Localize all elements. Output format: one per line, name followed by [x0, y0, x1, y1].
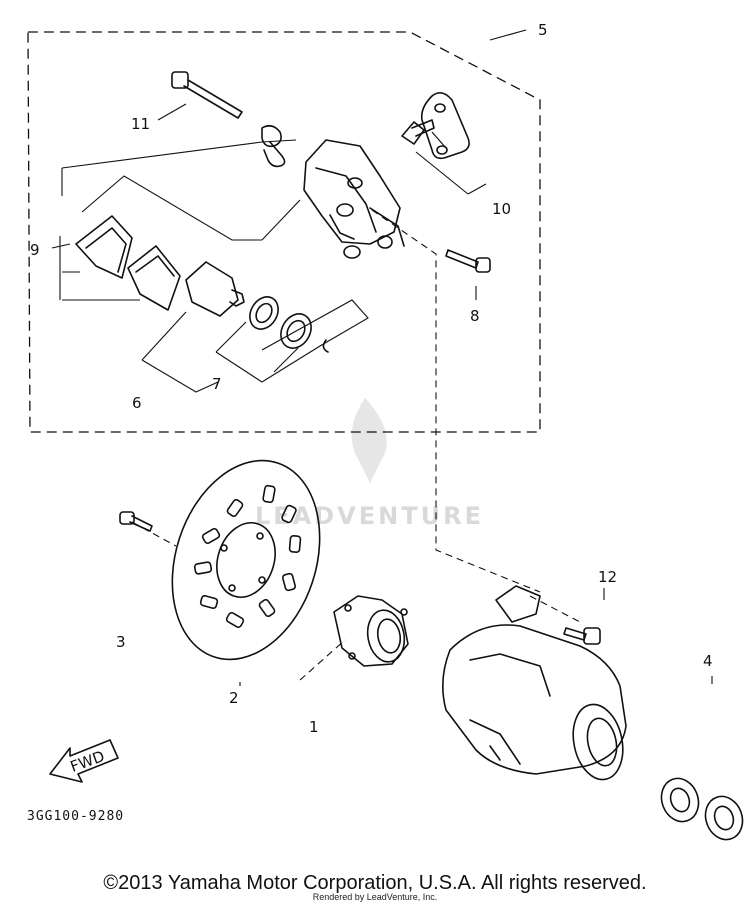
label-10: 10: [492, 200, 511, 218]
label-11: 11: [131, 115, 150, 133]
label-8: 8: [470, 307, 480, 325]
label-3: 3: [116, 633, 126, 651]
part-4-housing: [442, 585, 627, 781]
forward-arrow: FWD: [49, 739, 119, 783]
diagram-code: 3GG100-9280: [27, 809, 124, 824]
part-11-bolt: [171, 71, 243, 119]
label-1: 1: [309, 718, 319, 736]
part-7-seals: [249, 296, 329, 353]
part-12-bolt: [563, 627, 601, 645]
fwd-label: FWD: [68, 747, 107, 776]
part-8-bolt: [445, 249, 491, 273]
part-9-brake-pads: [75, 215, 181, 311]
leader-lines-lower: [239, 588, 713, 686]
leader-lines: [51, 29, 527, 393]
part-10-bracket: [420, 92, 470, 160]
label-7: 7: [212, 375, 222, 393]
caliper-body: [303, 139, 405, 259]
watermark: LEADVENTURE: [255, 398, 481, 530]
guide-lines: [131, 209, 581, 681]
bushing: [261, 124, 286, 168]
label-2: 2: [229, 689, 239, 707]
part-3-bolt: [119, 511, 153, 532]
label-5: 5: [538, 21, 548, 39]
label-4: 4: [703, 652, 713, 670]
part-2-brake-disc: [171, 459, 321, 661]
label-6: 6: [132, 394, 142, 412]
rendered-by-notice: Rendered by LeadVenture, Inc.: [312, 892, 438, 902]
label-9: 9: [30, 241, 40, 259]
piston: [185, 261, 245, 317]
copyright-notice: ©2013 Yamaha Motor Corporation, U.S.A. A…: [103, 872, 647, 894]
caliper-assembly-boundary: [27, 31, 541, 433]
callout-labels: 1 2 3 4 5 6 7 8 9 10 11 12: [30, 21, 713, 736]
part-10-bolt: [401, 119, 435, 145]
clips: [660, 777, 744, 841]
part-1-hub: [333, 595, 409, 667]
label-12: 12: [598, 568, 617, 586]
